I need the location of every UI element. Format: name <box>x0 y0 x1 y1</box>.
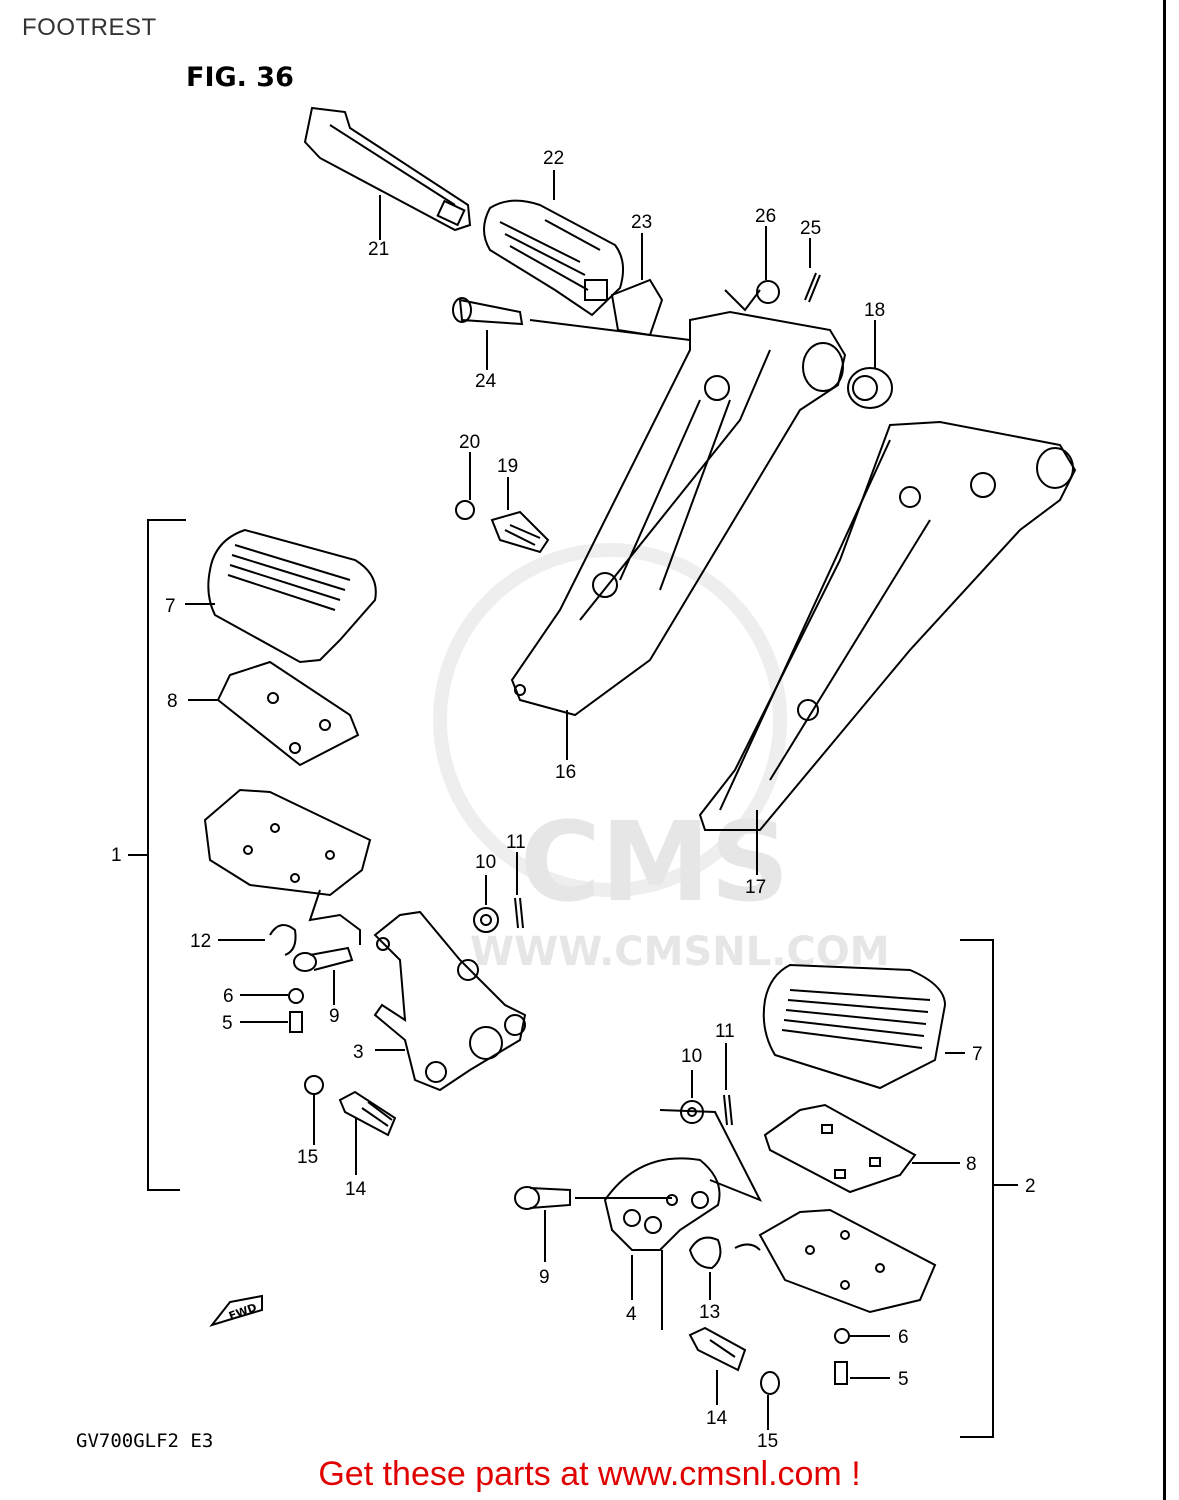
part-9-pin-left <box>293 946 354 1005</box>
part-12-spring-left <box>218 924 297 956</box>
watermark-brand: CMS <box>520 798 789 926</box>
model-code: GV700GLF2 E3 <box>76 1430 214 1452</box>
callout-14-left: 14 <box>345 1179 367 1200</box>
part-10-washer-right <box>680 1070 704 1124</box>
callout-9-left: 9 <box>329 1006 340 1027</box>
part-15-nut-right <box>760 1371 780 1430</box>
part-26-washer <box>756 280 780 304</box>
part-24-pin <box>452 297 691 341</box>
callout-3: 3 <box>353 1042 364 1063</box>
part-13-spring-right <box>688 1236 761 1300</box>
part-8-plate-left <box>188 660 360 767</box>
callout-14-right: 14 <box>706 1408 728 1429</box>
part-21-shaft <box>303 106 472 232</box>
part-7-pad-left <box>185 528 377 664</box>
callout-26: 26 <box>755 206 776 227</box>
callout-24: 24 <box>475 371 497 392</box>
part-8-plate-right <box>763 1103 960 1194</box>
callout-8-left: 8 <box>167 691 178 712</box>
callout-18: 18 <box>864 300 885 321</box>
callout-25: 25 <box>800 218 821 239</box>
callout-7-right: 7 <box>972 1044 983 1065</box>
callout-20: 20 <box>459 432 480 453</box>
callout-22: 22 <box>543 148 564 169</box>
part-17-bracket <box>698 420 1077 831</box>
callout-6-right: 6 <box>898 1327 909 1348</box>
figure-title: FIG. 36 <box>186 62 294 93</box>
part-19-bolt <box>490 510 550 554</box>
part-7-pad-right <box>762 963 965 1090</box>
part-5-screw-left <box>240 1011 303 1033</box>
part-22-rubber <box>483 199 625 317</box>
callout-6-left: 6 <box>223 986 234 1007</box>
callout-17: 17 <box>745 877 766 898</box>
callout-15-right: 15 <box>757 1431 778 1452</box>
part-6-washer-right <box>834 1328 890 1344</box>
callout-12: 12 <box>190 931 211 952</box>
callout-10-right: 10 <box>681 1046 702 1067</box>
part-25-cotter-pin <box>804 272 821 303</box>
callout-5-right: 5 <box>898 1369 909 1390</box>
callout-9-right: 9 <box>539 1267 550 1288</box>
part-16-bracket <box>510 310 847 717</box>
watermark: CMS WWW.CMSNL.COM <box>433 543 890 975</box>
callout-5-left: 5 <box>222 1013 233 1034</box>
part-15-nut-left <box>304 1075 324 1145</box>
callout-11-right: 11 <box>715 1021 735 1042</box>
callout-2: 2 <box>1025 1176 1036 1197</box>
part-20-nut <box>455 500 475 520</box>
part-4-holder-right <box>603 1157 721 1300</box>
assembly-2-bracket <box>960 939 994 1438</box>
callout-4: 4 <box>626 1304 637 1325</box>
callout-19: 19 <box>497 456 518 477</box>
part-10-washer-left <box>473 875 499 933</box>
assembly-marker-right <box>659 1109 763 1202</box>
footboard-right <box>758 1208 937 1314</box>
part-14-bolt-right <box>661 1250 747 1405</box>
watermark-site: WWW.CMSNL.COM <box>470 929 890 975</box>
callout-11-left: 11 <box>506 832 526 853</box>
assembly-1-bracket <box>147 519 186 1191</box>
part-9-pin-right <box>514 1186 672 1262</box>
part-6-washer-left <box>240 988 304 1004</box>
part-14-bolt-left <box>338 1090 397 1175</box>
part-11-cotter-left <box>514 852 524 929</box>
assembly-marker <box>724 289 761 312</box>
part-3-holder <box>373 910 527 1092</box>
callout-16: 16 <box>555 762 576 783</box>
callout-8-right: 8 <box>966 1154 977 1175</box>
part-23-plate <box>610 278 664 337</box>
page-title: FOOTREST <box>22 14 157 41</box>
fwd-arrow-icon <box>209 1294 263 1327</box>
part-11-cotter-right <box>723 1043 733 1126</box>
part-5-screw-right <box>834 1361 890 1385</box>
callout-15-left: 15 <box>297 1147 318 1168</box>
callout-13: 13 <box>699 1302 720 1323</box>
footboard-left <box>203 788 372 945</box>
callout-10-left: 10 <box>475 852 496 873</box>
page-border <box>1163 0 1166 1500</box>
part-18-bushing <box>847 367 893 409</box>
footer-promo-link[interactable]: Get these parts at www.cmsnl.com ! <box>318 1455 861 1493</box>
callout-7-left: 7 <box>165 596 176 617</box>
callout-21: 21 <box>368 239 389 260</box>
callout-23: 23 <box>631 212 652 233</box>
callout-1: 1 <box>111 845 122 866</box>
